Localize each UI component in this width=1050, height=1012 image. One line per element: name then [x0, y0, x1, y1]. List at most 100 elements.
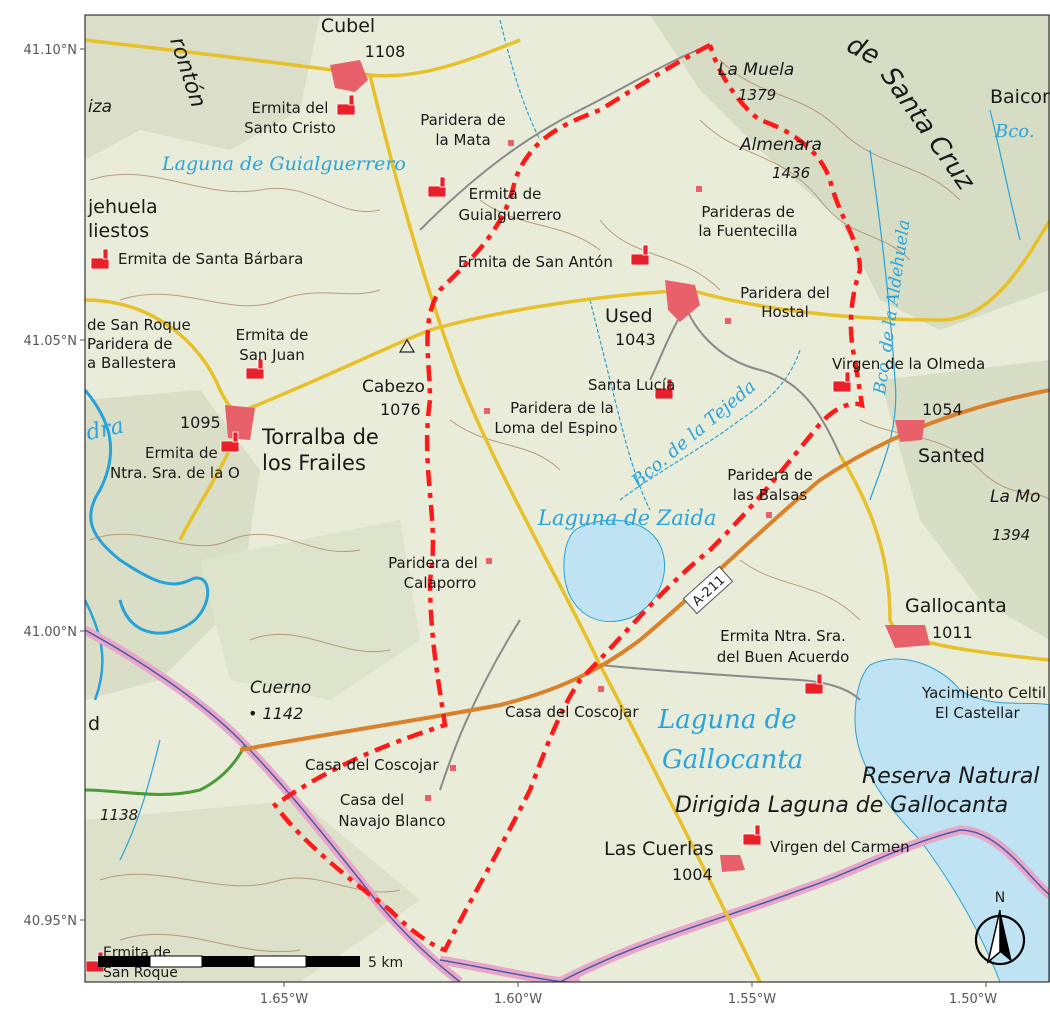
latitude-axis	[80, 48, 85, 921]
settlement-santed	[895, 420, 925, 442]
label-paridera-hostal-1: Paridera del	[740, 284, 830, 302]
label-cuerno-elev: • 1142	[248, 704, 303, 723]
label-paridera-balsas-2: las Balsas	[733, 486, 808, 504]
contour	[699, 119, 911, 261]
label-parideras-fuentecilla-1: Parideras de	[701, 203, 794, 221]
label-1095: 1095	[180, 413, 221, 432]
contour	[249, 633, 391, 652]
paridera-marker	[725, 318, 731, 324]
church-icon	[90, 248, 110, 270]
label-santed: Santed	[918, 445, 985, 467]
stream-upper	[499, 19, 541, 141]
label-ermita-santa-barbara: Ermita de Santa Bárbara	[118, 250, 303, 268]
label-paridera-ballestera-2: a Ballestera	[87, 354, 176, 372]
north-label: N	[995, 890, 1005, 906]
paridera-marker	[696, 186, 702, 192]
contour	[859, 419, 1050, 501]
track	[419, 44, 711, 231]
lon-tick-1-50: 1.50°W	[949, 992, 997, 1007]
church-icon	[336, 94, 356, 116]
label-laguna-gallocanta-1: Laguna de	[657, 705, 797, 735]
label-yacimiento-1: Yacimiento Celtil	[921, 684, 1046, 702]
label-ermita-guialguerrero-2: Guialguerrero	[459, 206, 562, 224]
label-ermita-guialguerrero-1: Ermita de	[469, 185, 542, 203]
label-santa-lucia: Santa Lucía	[588, 376, 675, 394]
label-cabezo-elev: 1076	[380, 400, 421, 419]
label-ermita-san-roque-2: San Roque	[103, 965, 178, 981]
paridera-marker	[484, 408, 490, 414]
label-ermita-san-anton: Ermita de San Antón	[458, 253, 613, 271]
contour	[479, 199, 601, 251]
label-almenara: Almenara	[739, 135, 822, 155]
lon-tick-1-55: 1.55°W	[728, 992, 776, 1007]
contour	[89, 173, 381, 213]
contour	[119, 933, 301, 953]
paridera-markers	[425, 140, 772, 801]
label-jehuela: jehuela	[87, 196, 158, 218]
map-area[interactable]: A-211 Laguna de Guialguerrero Laguna de …	[84, 15, 1050, 982]
hill-shade	[650, 15, 1050, 330]
label-laguna-guialguerrero: Laguna de Guialguerrero	[161, 153, 406, 175]
settlement-used	[665, 280, 700, 322]
settlement-gallocanta	[885, 625, 930, 648]
label-d-left: d	[88, 713, 100, 735]
label-las-cuerlas-elev: 1004	[672, 865, 713, 884]
label-casa-coscojar-east: Casa del Coscojar	[505, 703, 639, 721]
label-paridera-hostal-2: Hostal	[761, 303, 809, 321]
laguna-zaida-water	[563, 519, 665, 623]
river-left	[85, 389, 210, 635]
label-gallocanta-elev: 1011	[932, 623, 973, 642]
label-virgen-carmen: Virgen del Carmen	[770, 838, 910, 856]
lat-tick-41-05: 41.05°N	[24, 334, 77, 349]
road-cubel-gallocanta	[368, 74, 762, 982]
contour	[99, 873, 401, 893]
label-paridera-loma-2: Loma del Espino	[494, 419, 617, 437]
laguna-gallocanta-water	[854, 658, 1050, 982]
label-torralba-1: Torralba de	[261, 425, 379, 449]
track	[679, 289, 841, 456]
minor-roads	[419, 44, 861, 791]
label-laguna-gallocanta-2: Gallocanta	[662, 745, 803, 775]
label-reserva-1: Reserva Natural	[862, 764, 1040, 789]
church-icon	[630, 244, 650, 266]
lon-tick-1-65: 1.65°W	[260, 992, 308, 1007]
longitude-axis	[283, 982, 987, 987]
label-paridera-calaporro-1: Paridera del	[388, 554, 478, 572]
label-ermita-buen-acuerdo-1: Ermita Ntra. Sra.	[720, 627, 846, 645]
label-paridera-mata-2: la Mata	[435, 131, 490, 149]
label-almenara-elev: 1436	[772, 164, 810, 182]
label-1054: 1054	[922, 400, 963, 419]
contour	[89, 533, 361, 552]
label-cabezo: Cabezo	[362, 377, 425, 397]
paridera-marker	[598, 686, 604, 692]
scale-bar: 5 km	[98, 955, 403, 971]
stream-aldehuela	[869, 149, 897, 501]
church-icon	[427, 176, 447, 198]
track	[439, 619, 521, 791]
highway-a211	[239, 388, 1050, 752]
church-icon	[654, 378, 674, 400]
settlements	[225, 60, 930, 872]
label-las-cuerlas: Las Cuerlas	[604, 838, 714, 860]
label-1138: 1138	[100, 806, 138, 824]
map-border	[84, 14, 1050, 983]
green-boundary	[85, 744, 247, 796]
label-cubel-elev: 1108	[365, 42, 406, 61]
hiking-route[interactable]	[271, 42, 865, 953]
river-left-2	[85, 599, 104, 701]
road-used-west	[244, 288, 691, 412]
label-1394: 1394	[992, 526, 1030, 544]
label-reserva-2: Dirigida Laguna de Gallocanta	[675, 793, 1008, 818]
label-paridera-loma-1: Paridera de la	[510, 399, 614, 417]
label-paridera-balsas-1: Paridera de	[727, 466, 813, 484]
label-ermita-sra-o-2: Ntra. Sra. de la O	[110, 464, 240, 482]
hill-shade	[200, 520, 420, 700]
label-la-mo: La Mo	[990, 487, 1040, 507]
label-paridera-ballestera-1: Paridera de	[87, 335, 173, 353]
label-ermita-sra-o-1: Ermita de	[145, 444, 218, 462]
north-arrow-icon: N	[974, 890, 1026, 966]
scale-bar-label: 5 km	[368, 955, 403, 971]
contour	[719, 59, 961, 201]
